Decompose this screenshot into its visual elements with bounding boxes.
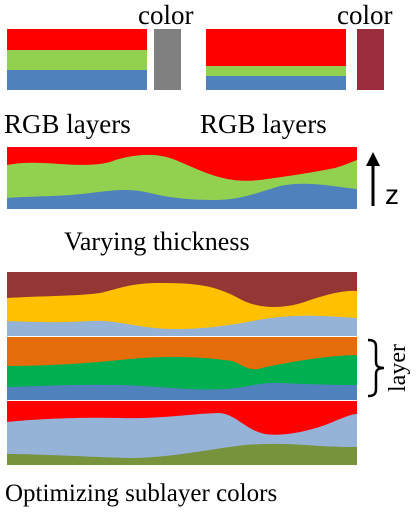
sublayer-stack-2 bbox=[7, 337, 357, 400]
color-label-right: color bbox=[337, 0, 393, 30]
color-swatch-maroon bbox=[357, 29, 384, 90]
sublayer-stack-3 bbox=[7, 401, 357, 465]
z-axis-arrow bbox=[366, 152, 380, 206]
green-layer bbox=[7, 50, 147, 70]
color-label-left: color bbox=[138, 0, 194, 30]
optimizing-sublayer-colors-label: Optimizing sublayer colors bbox=[5, 480, 278, 507]
color-swatch-gray bbox=[154, 29, 181, 90]
blue-layer bbox=[206, 76, 346, 90]
rgb-stack-red-dominant bbox=[206, 29, 346, 90]
green-layer bbox=[206, 66, 346, 76]
varying-thickness-label: Varying thickness bbox=[64, 227, 250, 256]
layer-bracket bbox=[367, 338, 385, 398]
rgb-layers-label-right: RGB layers bbox=[200, 109, 327, 139]
rgb-layers-label-left: RGB layers bbox=[4, 109, 131, 139]
z-axis-label: z bbox=[385, 179, 399, 210]
red-layer bbox=[7, 29, 147, 50]
layer-label: layer bbox=[385, 344, 411, 392]
sublayer-stack-1 bbox=[7, 272, 357, 336]
blue-layer bbox=[7, 183, 357, 209]
olive-sublayer bbox=[7, 443, 357, 465]
varying-thickness-stack bbox=[7, 147, 357, 209]
red-layer bbox=[206, 29, 346, 66]
light-blue-sublayer bbox=[7, 315, 357, 336]
rgb-stack-equal bbox=[7, 29, 147, 90]
blue-layer bbox=[7, 70, 147, 90]
blue-sublayer bbox=[7, 382, 357, 400]
